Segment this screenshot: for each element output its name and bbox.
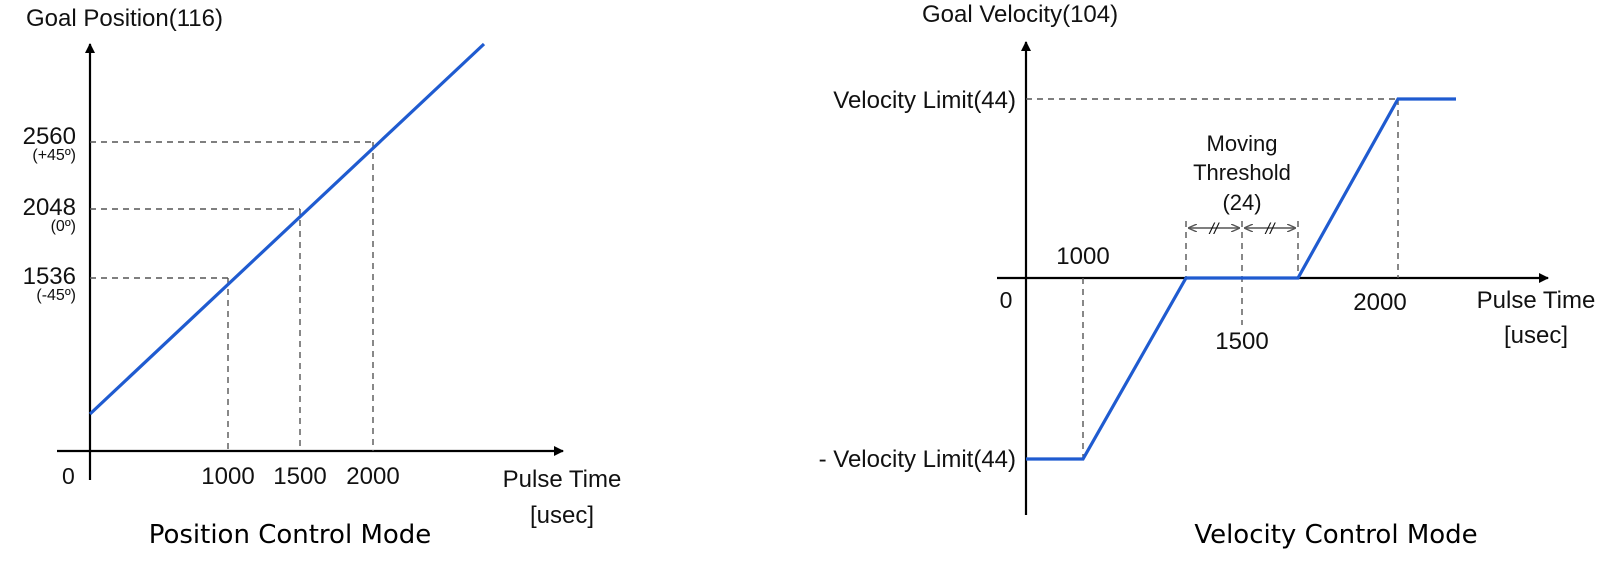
- pos-xlabel-line2: [usec]: [530, 502, 594, 529]
- vel-ytick-lower: - Velocity Limit(44): [819, 446, 1016, 473]
- vel-xlabel-line1: Pulse Time: [1477, 287, 1596, 314]
- vel-title: Velocity Control Mode: [1194, 520, 1477, 550]
- pos-ytick-2560-deg: (+45º): [32, 147, 76, 164]
- vel-threshold-mark-right: //: [1265, 221, 1276, 238]
- vel-ylabel: Goal Velocity(104): [922, 1, 1118, 28]
- pos-ytick-1536: 1536: [23, 263, 76, 290]
- vel-threshold-mark-left: //: [1209, 221, 1220, 238]
- velocity-chart: // // Goal Velocity(104) Velocity Limit(…: [819, 1, 1596, 550]
- vel-guides: [1026, 98, 1399, 459]
- pos-ylabel: Goal Position(116): [26, 5, 223, 32]
- vel-xlabel-line2: [usec]: [1504, 322, 1568, 349]
- pos-series-line: [88, 42, 486, 416]
- vel-annotation-line3: (24): [1222, 190, 1261, 215]
- pos-ytick-2048-deg: (0º): [51, 218, 76, 235]
- pos-xtick-2000: 2000: [346, 463, 399, 490]
- pos-guides: [90, 141, 374, 451]
- pos-xlabel-line1: Pulse Time: [503, 466, 622, 493]
- vel-xtick-1500: 1500: [1215, 328, 1268, 355]
- vel-origin-label: 0: [1000, 287, 1013, 313]
- vel-xtick-1000: 1000: [1056, 243, 1109, 270]
- position-chart: Goal Position(116) 0 1000 1500 2000 1536…: [23, 5, 622, 550]
- pos-xtick-1500: 1500: [273, 463, 326, 490]
- pos-ytick-1536-deg: (-45º): [36, 287, 76, 304]
- pos-origin-label: 0: [62, 463, 75, 489]
- pos-title: Position Control Mode: [149, 520, 432, 550]
- vel-annotation-line1: Moving: [1207, 131, 1278, 156]
- vel-xtick-2000: 2000: [1353, 289, 1406, 316]
- vel-series-line: [1026, 97, 1456, 461]
- pos-xtick-1000: 1000: [201, 463, 254, 490]
- pos-ytick-2560: 2560: [23, 123, 76, 150]
- pos-ytick-2048: 2048: [23, 194, 76, 221]
- vel-annotation-line2: Threshold: [1193, 160, 1291, 185]
- vel-ytick-upper: Velocity Limit(44): [833, 87, 1016, 114]
